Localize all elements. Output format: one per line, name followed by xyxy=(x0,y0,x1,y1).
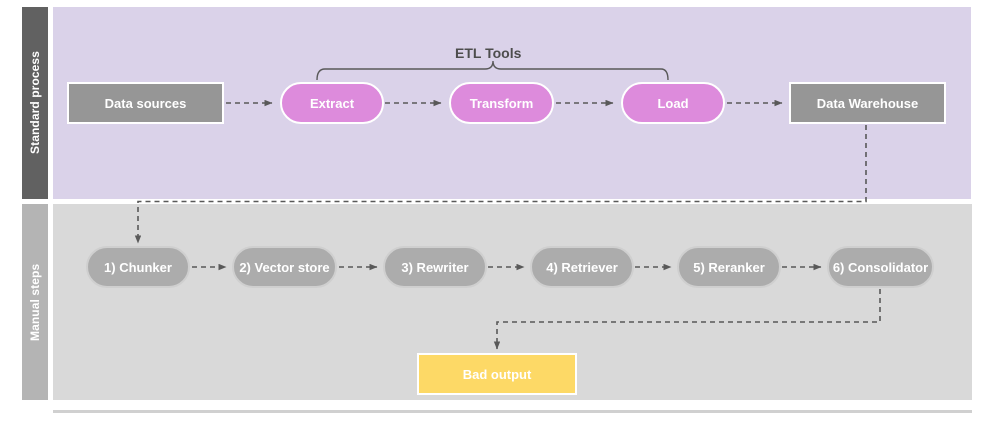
node-bad-output[interactable]: Bad output xyxy=(417,353,577,395)
node-retriever[interactable]: 4) Retriever xyxy=(530,246,634,288)
node-extract[interactable]: Extract xyxy=(280,82,384,124)
lane-standard-process-label: Standard process xyxy=(22,7,48,199)
node-rewriter[interactable]: 3) Rewriter xyxy=(383,246,487,288)
node-data-warehouse[interactable]: Data Warehouse xyxy=(789,82,946,124)
node-vector-store[interactable]: 2) Vector store xyxy=(232,246,337,288)
node-load[interactable]: Load xyxy=(621,82,725,124)
node-consolidator[interactable]: 6) Consolidator xyxy=(827,246,934,288)
etl-tools-label: ETL Tools xyxy=(455,45,522,61)
lane-manual-steps-label: Manual steps xyxy=(22,204,48,400)
node-data-sources[interactable]: Data sources xyxy=(67,82,224,124)
node-reranker[interactable]: 5) Reranker xyxy=(677,246,781,288)
node-transform[interactable]: Transform xyxy=(449,82,554,124)
node-chunker[interactable]: 1) Chunker xyxy=(86,246,190,288)
bottom-divider xyxy=(53,410,972,413)
